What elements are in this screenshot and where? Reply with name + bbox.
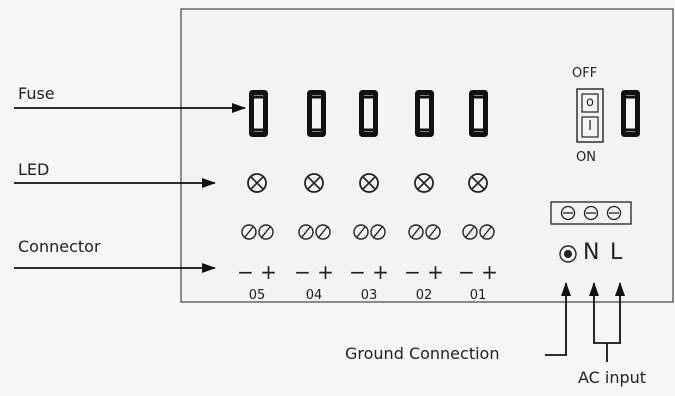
connector-polarity-04: − + — [294, 260, 334, 284]
connector-number-02: 02 — [415, 288, 433, 303]
ground-connection-label: Ground Connection — [345, 344, 500, 363]
connector-number-04: 04 — [305, 288, 323, 303]
panel-board — [180, 8, 674, 303]
led-05 — [247, 173, 267, 193]
connector-terminal-03 — [353, 224, 386, 240]
fuse-main — [621, 90, 640, 137]
connector-number-05: 05 — [248, 288, 266, 303]
power-switch — [576, 88, 604, 143]
connector-label: Connector — [18, 237, 101, 256]
fuse-02 — [415, 90, 434, 137]
fuse-row — [249, 90, 640, 137]
fuse-label: Fuse — [18, 84, 55, 103]
connector-polarity-03: − + — [349, 260, 389, 284]
led-label: LED — [18, 160, 50, 179]
led-row — [247, 173, 488, 193]
connector-terminal-05 — [241, 224, 274, 240]
led-02 — [414, 173, 434, 193]
connector-number-03: 03 — [360, 288, 378, 303]
neutral-terminal-label: N — [583, 240, 600, 265]
line-terminal-label: L — [610, 240, 623, 265]
ground-connection-leader — [545, 282, 571, 356]
switch-off-label: OFF — [572, 66, 598, 81]
ac-input-leader — [589, 282, 625, 362]
connector-polarity-02: − + — [404, 260, 444, 284]
ac-input-label: AC input — [578, 368, 647, 387]
connector-terminal-row — [241, 224, 495, 240]
led-04 — [304, 173, 324, 193]
fuse-03 — [359, 90, 378, 137]
fuse-01 — [469, 90, 488, 137]
connector-terminal-02 — [408, 224, 441, 240]
connector-number-01: 01 — [469, 288, 487, 303]
switch-on-label: ON — [576, 150, 596, 165]
led-03 — [359, 173, 379, 193]
fuse-04 — [307, 90, 326, 137]
switch-off-symbol: o — [586, 95, 594, 110]
led-01 — [468, 173, 488, 193]
ground-symbol — [559, 245, 577, 263]
ac-terminal-block — [550, 201, 632, 225]
connector-polarity-01: − + — [458, 260, 498, 284]
fuse-05 — [249, 90, 268, 137]
switch-on-symbol: I — [588, 119, 592, 134]
connector-polarity-05: − + — [237, 260, 277, 284]
connector-terminal-04 — [298, 224, 331, 240]
connector-terminal-01 — [462, 224, 495, 240]
